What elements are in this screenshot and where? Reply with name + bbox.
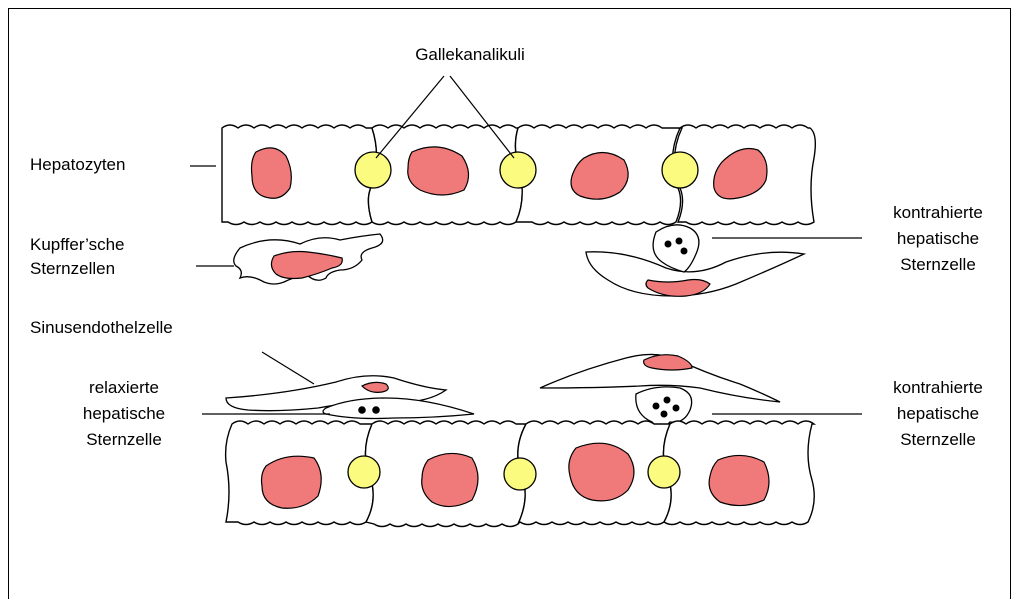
label-sinusendothelzelle: Sinusendothelzelle bbox=[30, 318, 173, 337]
label-contracted-bottom-1: kontrahierte bbox=[893, 378, 983, 397]
nucleus bbox=[422, 453, 478, 506]
label-contracted-top-3: Sternzelle bbox=[900, 255, 976, 274]
lipid-droplet bbox=[661, 411, 668, 418]
label-relaxed-3: Sternzelle bbox=[86, 430, 162, 449]
lipid-droplet bbox=[676, 238, 683, 245]
label-kupffer-2: Sternzellen bbox=[30, 259, 115, 278]
bile-canaliculus bbox=[348, 456, 380, 488]
nucleus bbox=[408, 147, 469, 195]
label-kupffer-1: Kupffer’sche bbox=[30, 235, 125, 254]
label-gallekanalikuli: Gallekanalikuli bbox=[415, 45, 525, 64]
lipid-droplet bbox=[673, 405, 680, 412]
bile-canaliculus bbox=[662, 152, 698, 188]
bile-canaliculus bbox=[355, 152, 391, 188]
label-hepatozyten: Hepatozyten bbox=[30, 155, 125, 174]
label-relaxed-2: hepatische bbox=[83, 404, 165, 423]
lipid-droplet bbox=[664, 397, 671, 404]
nucleus bbox=[709, 455, 769, 505]
label-contracted-bottom-2: hepatische bbox=[897, 404, 979, 423]
bottom-hepatocyte-row bbox=[226, 421, 815, 527]
kupffer-nucleus bbox=[271, 252, 342, 279]
label-contracted-top-2: hepatische bbox=[897, 229, 979, 248]
kupffer-cell bbox=[234, 234, 383, 284]
lipid-droplet bbox=[681, 248, 688, 255]
contracted-stellate-cell-top bbox=[586, 225, 804, 297]
top-hepatocyte-row bbox=[222, 125, 815, 225]
label-contracted-bottom-3: Sternzelle bbox=[900, 430, 976, 449]
bile-canaliculus bbox=[500, 152, 536, 188]
nucleus bbox=[252, 148, 292, 198]
label-relaxed-1: relaxierte bbox=[89, 378, 159, 397]
lipid-droplet bbox=[665, 241, 672, 248]
hepatocyte-top-1 bbox=[222, 125, 377, 225]
lipid-droplet bbox=[372, 406, 380, 414]
nucleus bbox=[262, 456, 322, 508]
bile-canaliculus bbox=[648, 456, 680, 488]
label-contracted-top-1: kontrahierte bbox=[893, 203, 983, 222]
bile-canaliculus bbox=[504, 458, 536, 490]
stellate-nucleus bbox=[644, 355, 692, 370]
pointer-line bbox=[262, 352, 314, 384]
lipid-droplet bbox=[358, 406, 366, 414]
lipid-droplet bbox=[653, 403, 660, 410]
nucleus bbox=[569, 443, 634, 501]
